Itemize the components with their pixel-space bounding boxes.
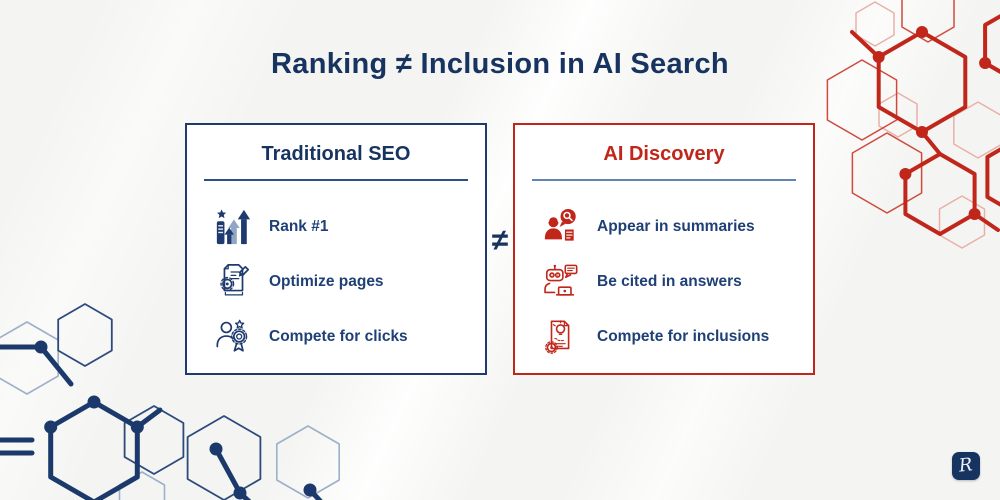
list-item: Rank #1 [213,207,485,247]
list-item: Be cited in answers [541,262,813,302]
item-label: Compete for clicks [269,328,408,345]
brand-logo: R [952,452,980,480]
item-label: Rank #1 [269,218,329,235]
not-equal-symbol: ≠ [491,224,509,257]
rank-growth-icon [213,207,253,247]
item-label: Be cited in answers [597,273,742,290]
compete-clicks-icon [213,317,253,357]
list-item: Compete for clicks [213,317,485,357]
item-label: Compete for inclusions [597,328,770,345]
ai-discovery-card-title: AI Discovery [603,143,725,165]
traditional-seo-card: Traditional SEO [185,123,487,375]
list-item: Compete for inclusions [541,317,813,357]
ai-discovery-card: AI Discovery [513,123,815,375]
left-card-items: Rank #1 Optimize page [213,207,485,357]
brand-logo-letter: R [958,454,974,477]
optimize-page-icon [213,262,253,302]
traditional-seo-card-title: Traditional SEO [261,143,411,165]
compete-inclusions-icon [541,317,581,357]
list-item: Appear in summaries [541,207,813,247]
item-label: Appear in summaries [597,218,755,235]
cited-answers-icon [541,262,581,302]
item-label: Optimize pages [269,273,384,290]
appear-summaries-icon [541,207,581,247]
right-card-items: Appear in summaries [541,207,813,357]
right-card-divider [532,179,796,181]
list-item: Optimize pages [213,262,485,302]
page-title: Ranking ≠ Inclusion in AI Search [271,48,729,80]
left-card-divider [204,179,468,181]
